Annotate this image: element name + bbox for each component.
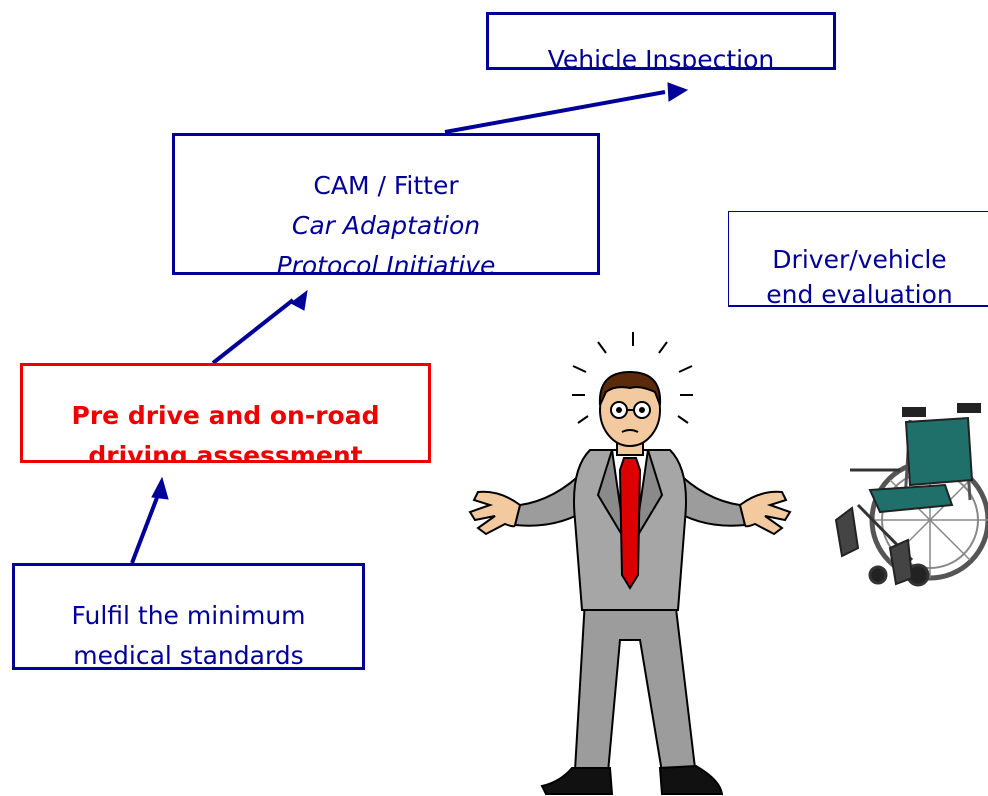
arrow-pre-to-cam xyxy=(211,298,295,365)
cam-fitter-subtitle-2: Protocol Initiative xyxy=(276,251,496,275)
arrow-pre-to-cam-head xyxy=(290,289,308,311)
medical-standards-label-2: medical standards xyxy=(73,641,304,670)
vehicle-inspection-label: Vehicle Inspection xyxy=(547,45,775,70)
cam-fitter-box: CAM / Fitter Car Adaptation Protocol Ini… xyxy=(172,133,600,275)
medical-standards-label-1: Fulfil the minimum xyxy=(71,601,306,630)
pre-drive-label-1: Pre drive and on-road xyxy=(71,401,380,430)
arrow-cam-to-vehicle xyxy=(444,90,666,134)
driver-vehicle-label-1: Driver/vehicle xyxy=(772,245,947,274)
medical-standards-box: Fulfil the minimum medical standards xyxy=(12,563,365,670)
pre-drive-label-2: driving assessment xyxy=(88,441,363,463)
arrow-cam-to-vehicle-head xyxy=(667,82,689,102)
arrow-fulfil-to-pre xyxy=(130,494,160,564)
vehicle-inspection-box: Vehicle Inspection xyxy=(486,12,836,70)
cam-fitter-title: CAM / Fitter xyxy=(313,171,459,200)
cam-fitter-subtitle-1: Car Adaptation xyxy=(291,211,481,240)
pre-drive-assessment-box: Pre drive and on-road driving assessment xyxy=(20,363,431,463)
arrow-fulfil-to-pre-head xyxy=(151,476,169,500)
driver-vehicle-evaluation-box: Driver/vehicle end evaluation xyxy=(728,211,988,307)
driver-vehicle-label-2: end evaluation xyxy=(766,280,953,307)
